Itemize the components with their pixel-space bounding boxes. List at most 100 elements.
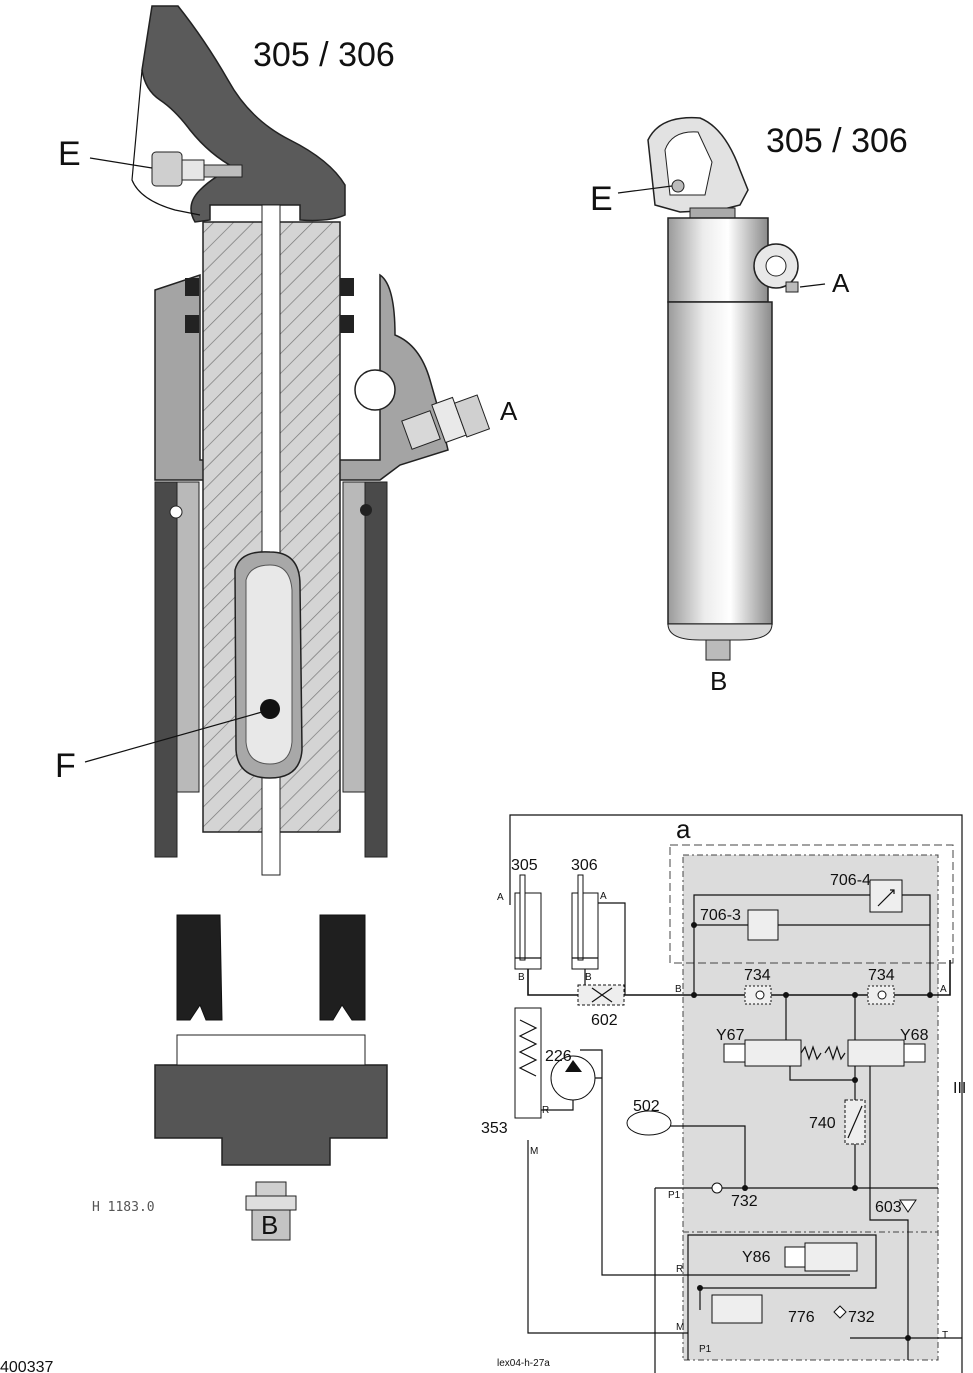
cyl-305-body: [514, 892, 542, 970]
port-a-left: A: [497, 892, 504, 903]
marker-right: [360, 504, 372, 516]
label-776: 776: [788, 1309, 815, 1326]
inner-tube-right: [342, 481, 366, 793]
line-y67: [785, 995, 856, 1081]
junction-dots: [691, 922, 933, 1341]
line-353: [527, 1140, 688, 1334]
label-y67: Y67: [716, 1027, 745, 1044]
label-y68: Y68: [900, 1027, 929, 1044]
label-f: F: [55, 747, 76, 785]
label-e: E: [58, 135, 81, 173]
valve-block: [682, 854, 939, 1361]
ext-leader-a: [799, 283, 826, 288]
main-line: [527, 960, 951, 996]
port-r: R: [676, 1264, 683, 1275]
label-a: A: [500, 396, 518, 426]
piston-left: [176, 914, 223, 1021]
cross-section-title: 305 / 306: [253, 36, 395, 74]
port-boss: [354, 369, 396, 411]
label-cyl-306: 306: [571, 857, 598, 874]
cyl-305-rod: [519, 874, 526, 961]
top-head: [141, 5, 346, 223]
oval-chamber-inner: [245, 564, 293, 765]
label-602: 602: [591, 1012, 618, 1029]
ext-fitting-b: [705, 639, 731, 661]
inner-tube-left: [176, 481, 200, 793]
fitting-b: [245, 1181, 297, 1241]
line-776: [687, 1234, 877, 1360]
ext-upper-body: [667, 217, 769, 303]
port-f: [260, 699, 280, 719]
frame-a: [669, 844, 954, 964]
port-t: T: [942, 1330, 948, 1341]
port-b-main: B: [675, 984, 682, 995]
label-cyl-305: 305: [511, 857, 538, 874]
seal-top-right2: [340, 315, 354, 333]
valve-602-symbol: [591, 987, 613, 1003]
valve-y67-coil: [723, 1043, 746, 1063]
exterior-label-e: E: [590, 180, 613, 218]
leader-e: [89, 157, 153, 169]
ext-fitting-a: [785, 281, 799, 293]
line-y68: [854, 995, 909, 1360]
valve-706-3: [747, 909, 779, 941]
exterior-label-b: B: [710, 666, 727, 696]
label-353: 353: [481, 1120, 508, 1137]
frame-a-label: a: [676, 814, 691, 844]
check-732-top: [711, 1182, 723, 1194]
head-bracket: [131, 69, 201, 216]
leader-f: [84, 711, 263, 763]
line-502: [670, 1125, 746, 1188]
fitting-e: [151, 151, 243, 187]
seal-top-left: [185, 278, 199, 296]
piston-right: [319, 914, 366, 1021]
check-734-right-ball: [877, 990, 887, 1000]
exterior-view-drawing: [617, 116, 826, 661]
label-226: 226: [545, 1048, 572, 1065]
label-603: 603: [875, 1199, 902, 1216]
hydraulic-schematic: [509, 814, 963, 1373]
exterior-title: 305 / 306: [766, 122, 908, 160]
outer-loop: [509, 814, 963, 1373]
valve-y86-coil: [784, 1246, 806, 1268]
valve-y68-spring: [824, 1045, 846, 1061]
valve-776: [711, 1294, 763, 1324]
schematic-caption: lex04-h-27a: [497, 1358, 550, 1369]
port-m-bottom: M: [676, 1322, 684, 1333]
pump-226-arrow: [565, 1060, 582, 1072]
port-a-main: A: [940, 984, 947, 995]
motor-353: [514, 1007, 542, 1119]
ext-fitting-e: [671, 179, 685, 193]
port-b-left: B: [518, 972, 525, 983]
outer-tube-left: [154, 481, 178, 858]
label-y86: Y86: [742, 1249, 771, 1266]
cyl306-a-line: [598, 902, 626, 995]
port-b-cyl306: B: [585, 972, 592, 983]
valve-y86: [804, 1242, 858, 1272]
bottom-cap: [154, 1064, 388, 1166]
label-502: 502: [633, 1098, 660, 1115]
ext-lower-body: [667, 301, 773, 625]
label-734-left: 734: [744, 967, 771, 984]
valve-y68-coil: [903, 1043, 926, 1063]
accumulator-502: [626, 1110, 672, 1136]
fitting-a: [401, 394, 491, 450]
drawing-code: H 1183.0: [92, 1200, 155, 1215]
bottom-chamber: [176, 1034, 366, 1066]
outer-tube-right: [364, 481, 388, 858]
label-706-3: 706-3: [700, 907, 741, 924]
port-m-left: M: [530, 1146, 538, 1157]
valve-603: [899, 1199, 917, 1213]
label-734-right: 734: [868, 967, 895, 984]
label-706-4: 706-4: [830, 872, 871, 889]
label-732-bottom: 732: [848, 1309, 875, 1326]
label-740: 740: [809, 1115, 836, 1132]
check-734-left-ball: [755, 990, 765, 1000]
ext-port-hole: [765, 255, 787, 277]
port-a-cyl306: A: [600, 891, 607, 902]
ext-leader-e: [617, 185, 673, 194]
label-b: B: [261, 1210, 278, 1240]
valve-706-4: [869, 879, 903, 913]
valve-y68: [847, 1039, 905, 1067]
line-706: [693, 894, 931, 995]
